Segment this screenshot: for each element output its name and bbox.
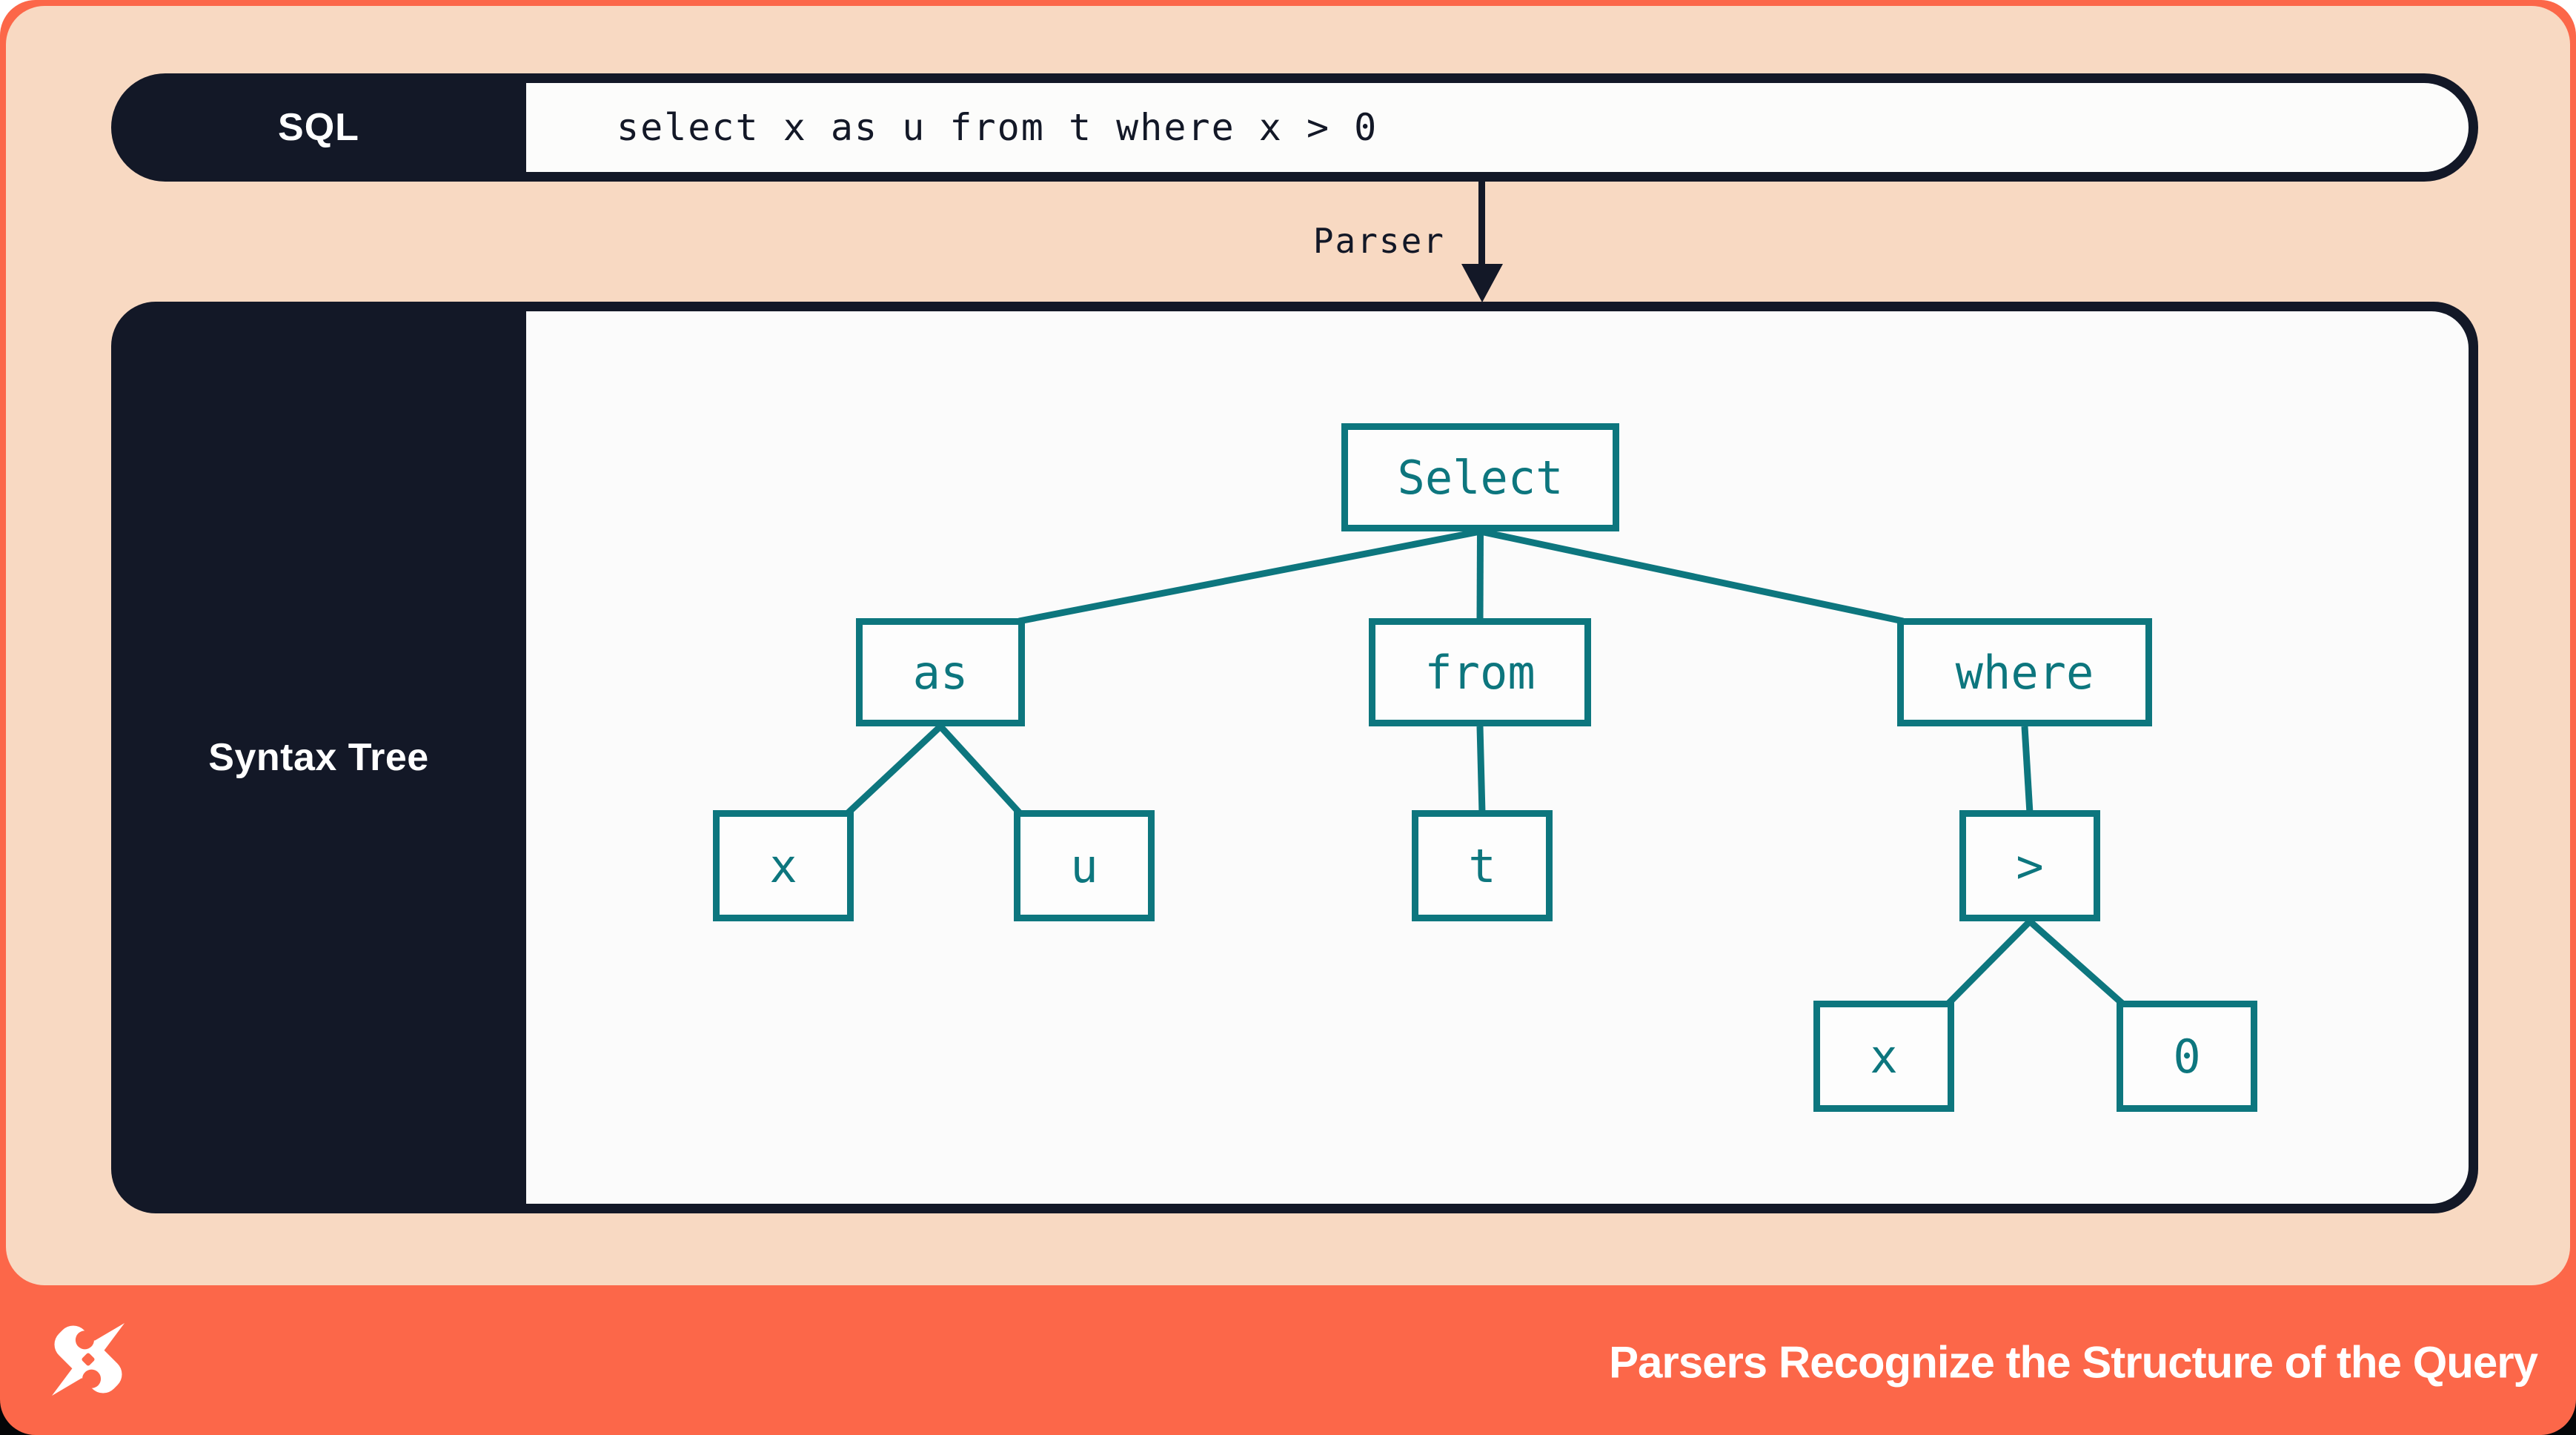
tree-node-label: x [769,838,797,893]
tree-node-gt: > [1959,810,2100,921]
tree-edge-where-gt [2021,726,2034,814]
footer-caption: Parsers Recognize the Structure of the Q… [1608,1336,2538,1387]
tree-node-u: u [1014,810,1155,921]
sql-query-text: select x as u from t where x > 0 [617,106,1378,149]
syntax-tree-panel: Syntax Tree Select as from where x u t > x 0 [111,302,2478,1213]
tree-edge-as-u [937,723,1023,816]
tree-node-label: 0 [2173,1029,2201,1084]
tree-edge-gt-x2 [1945,918,2033,1007]
tree-node-label: Select [1397,450,1564,505]
syntax-tree-label: Syntax Tree [208,736,429,779]
tree-node-label: > [2016,838,2044,893]
tree-node-label: x [1870,1029,1898,1084]
parser-arrow-head-icon [1461,264,1503,302]
parser-label: Parser [1312,221,1445,261]
tree-node-x2: x [1813,1001,1954,1112]
tree-node-label: where [1955,645,2094,700]
dbt-logo-icon [51,1322,125,1396]
tree-node-label: u [1070,838,1098,893]
tree-node-from: from [1369,618,1591,726]
syntax-tree-canvas: Select as from where x u t > x 0 [526,311,2469,1204]
footer: Parsers Recognize the Structure of the Q… [0,1285,2576,1435]
tree-node-label: as [912,645,969,700]
sql-bar-content: select x as u from t where x > 0 [526,83,2469,172]
tree-node-label: from [1424,645,1536,700]
tree-node-x1: x [713,810,854,921]
sql-bar-label: SQL [278,106,359,149]
tree-node-where: where [1897,618,2152,726]
tree-node-t: t [1412,810,1553,921]
tree-edge-select-from [1476,531,1484,622]
tree-edge-select-where [1479,528,1904,625]
tree-edge-as-x1 [845,723,943,816]
tree-edge-select-as [1018,528,1481,625]
sql-bar: SQL select x as u from t where x > 0 [111,73,2478,182]
tree-node-label: t [1468,838,1496,893]
tree-node-select: Select [1341,423,1619,531]
tree-edges [845,528,2125,1007]
parser-arrow-line [1478,182,1485,269]
tree-node-as: as [856,618,1025,726]
tree-edge-gt-zero [2028,918,2125,1007]
tree-node-zero: 0 [2117,1001,2257,1112]
syntax-tree-sidebar: Syntax Tree [111,302,526,1213]
tree-edge-from-t [1476,726,1486,814]
